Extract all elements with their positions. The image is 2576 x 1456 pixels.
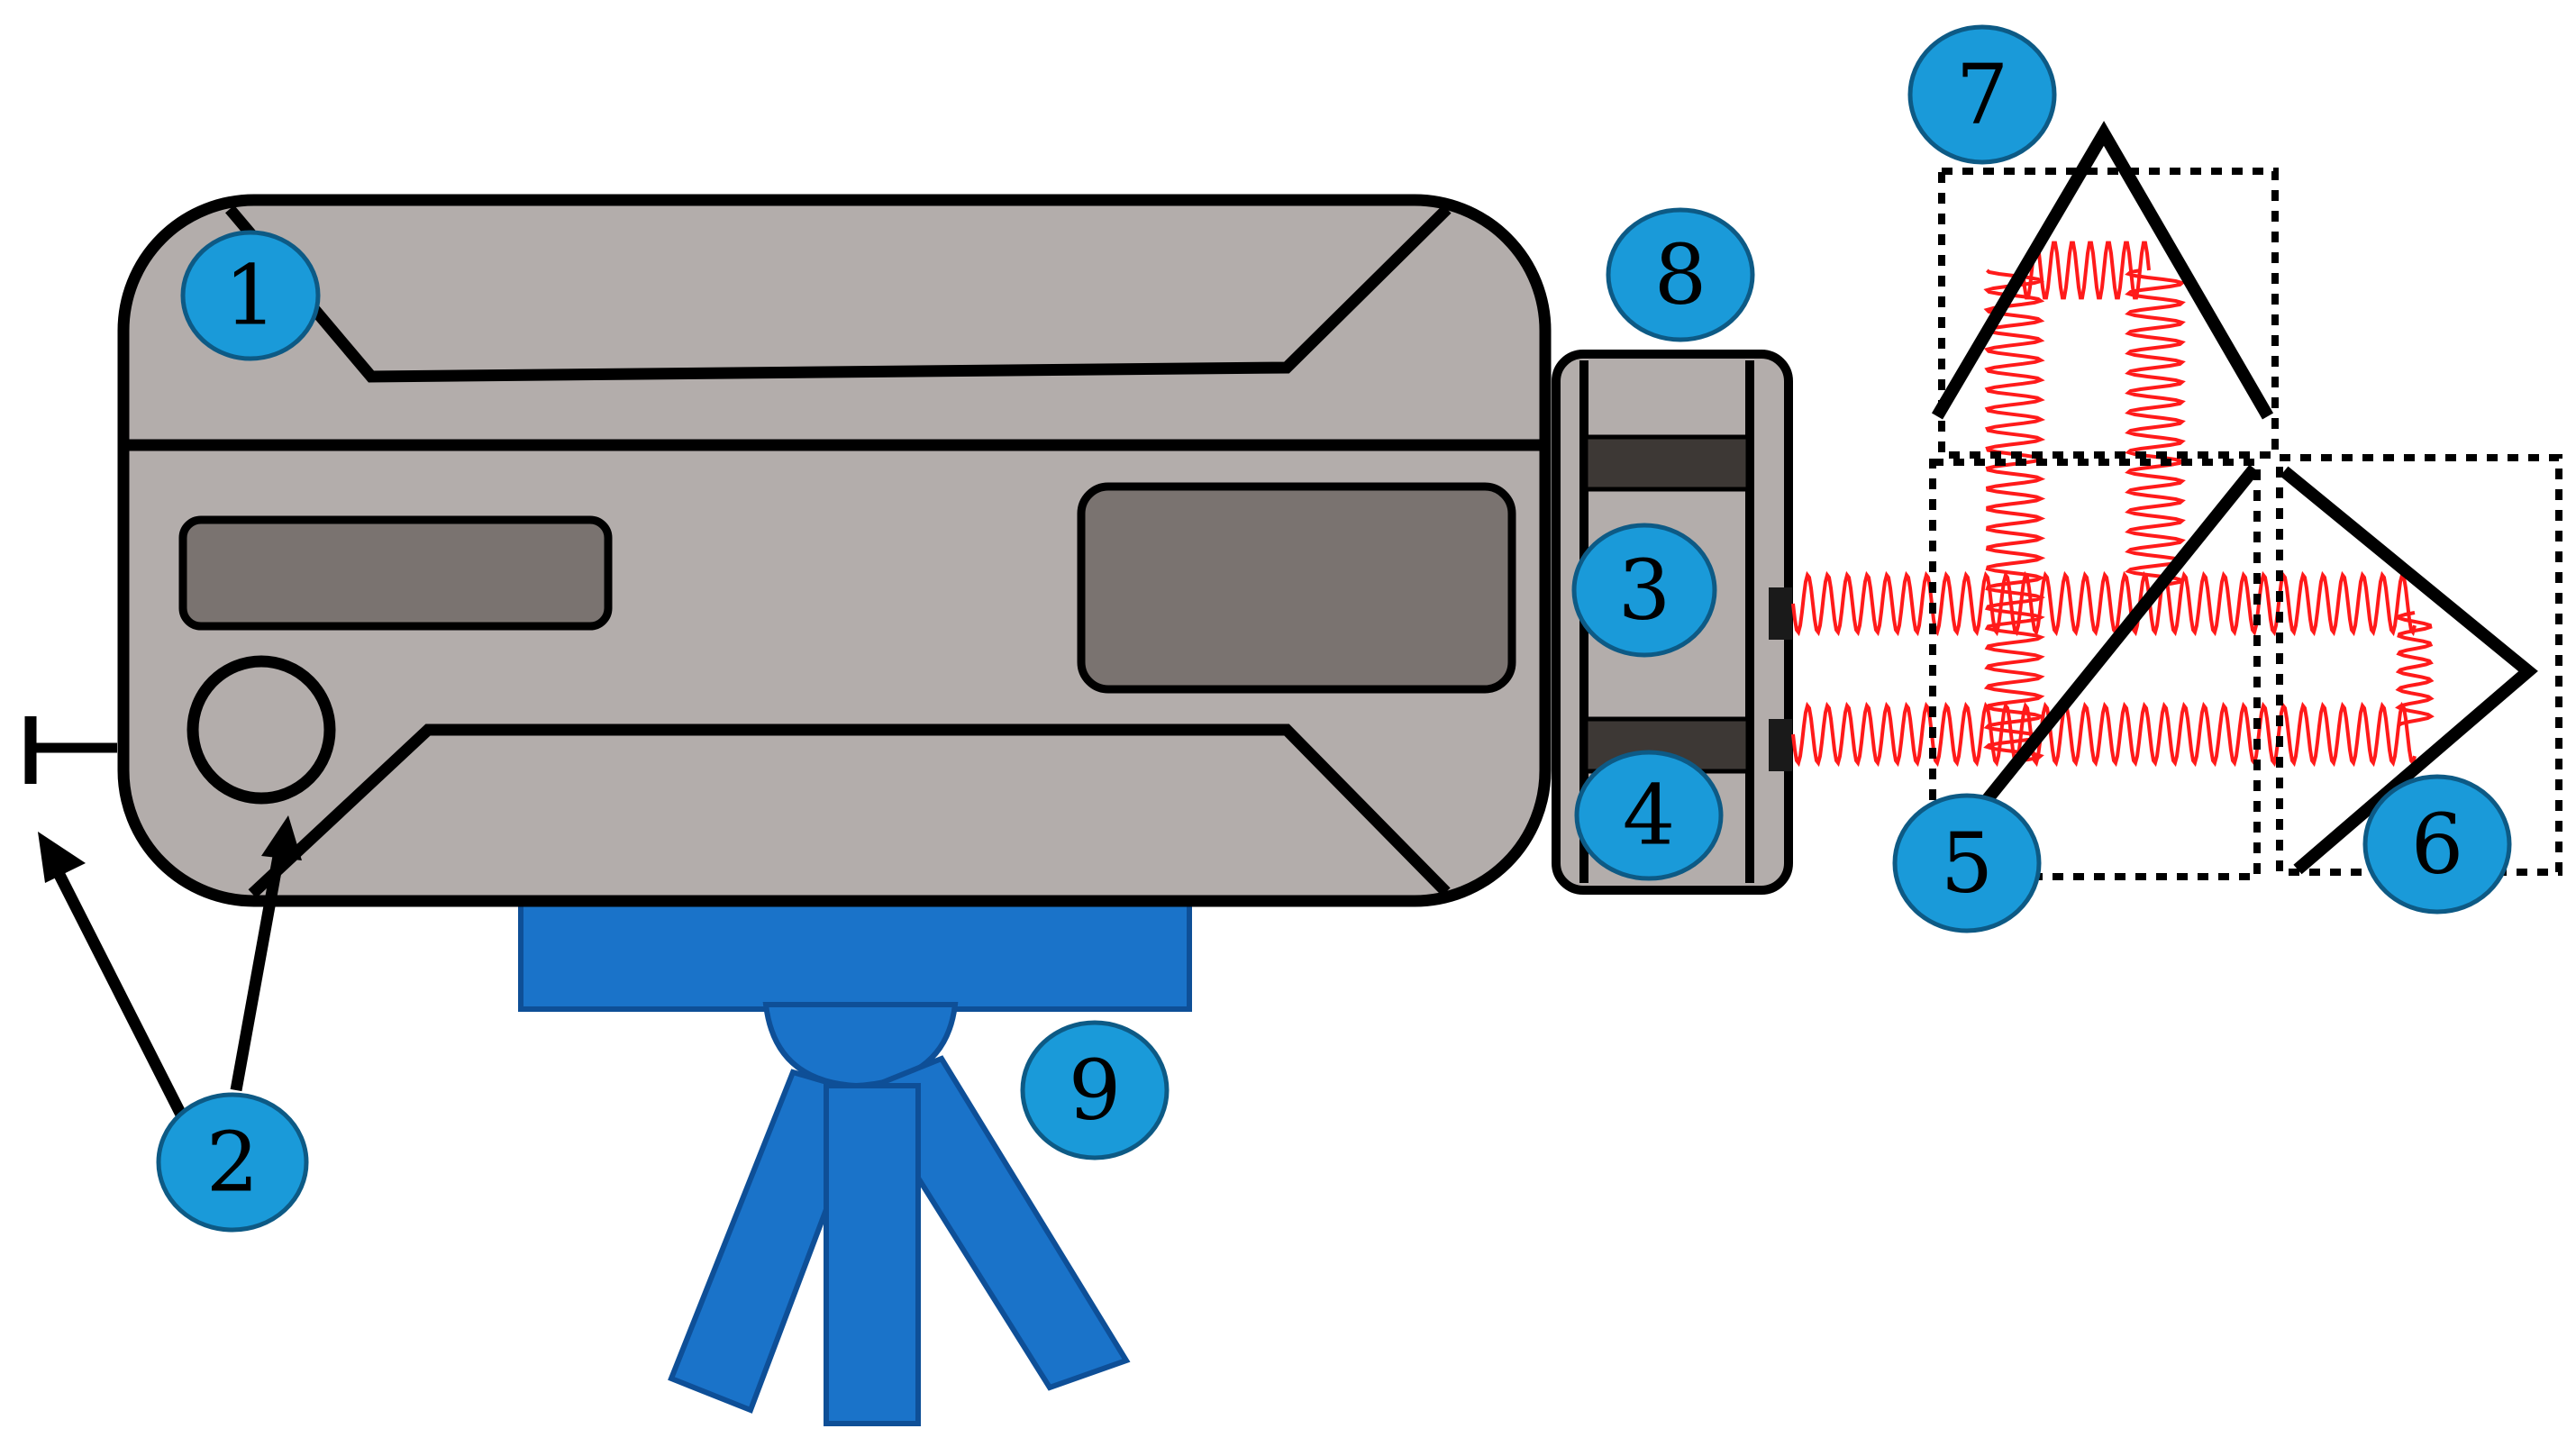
- tripod-leg-center: [824, 1083, 921, 1426]
- callout-2: 2: [156, 1092, 309, 1233]
- callouts: 1 2 3 4 5 6 7 8: [156, 24, 2512, 1233]
- callout-5-text: 5: [1941, 815, 1994, 912]
- reflector-box-top: [1938, 168, 2279, 459]
- reflectors: [1931, 121, 2538, 875]
- emitter-module: [1552, 350, 1793, 895]
- laser-beam-vertical-left: [1983, 268, 2046, 763]
- callout-3: 3: [1571, 523, 1717, 658]
- callout-7-text: 7: [1956, 47, 2009, 143]
- tripod-leg-right: [859, 1055, 1131, 1391]
- side-connector: [24, 716, 117, 784]
- laser-beam-lower: [1791, 701, 2417, 768]
- tripod-mount-plate: [518, 901, 1192, 1012]
- callout-9: 9: [1020, 1020, 1170, 1160]
- laser-beams: [1791, 241, 2435, 768]
- reflector-box-bottom-left: [1929, 459, 2261, 880]
- display-window-large: [1077, 482, 1516, 694]
- callout-6-text: 6: [2411, 796, 2464, 893]
- callout-2-arrows: [38, 815, 302, 1124]
- callout-4-text: 4: [1623, 768, 1676, 864]
- callout-8-text: 8: [1654, 227, 1707, 323]
- callout-1: 1: [180, 230, 321, 361]
- reflector-top: [1931, 121, 2274, 420]
- tripod: [518, 901, 1192, 1426]
- lower-groove: [248, 723, 1451, 898]
- callout-2-text: 2: [206, 1115, 259, 1211]
- display-window-small: [178, 515, 613, 631]
- callout-1-text: 1: [224, 248, 278, 344]
- beam-aperture-upper: [1769, 587, 1792, 640]
- reflector-right: [2280, 466, 2538, 875]
- beam-aperture-lower: [1769, 719, 1792, 771]
- callout-4: 4: [1574, 750, 1724, 881]
- laser-beam-upper: [1791, 570, 2417, 637]
- callout-9-text: 9: [1069, 1042, 1122, 1139]
- device-body: [24, 194, 1552, 907]
- control-button: [187, 655, 336, 805]
- callout-8: 8: [1606, 207, 1755, 342]
- callout-7: 7: [1907, 24, 2057, 165]
- reflector-lower-left: [1974, 464, 2260, 814]
- laser-beam-return-right: [2395, 611, 2435, 727]
- laser-beam-vertical-right: [2125, 268, 2186, 587]
- callout-5: 5: [1892, 793, 2042, 933]
- laser-beam-top-cross: [2021, 241, 2151, 300]
- callout-3-text: 3: [1618, 542, 1671, 639]
- callout-6: 6: [2362, 774, 2512, 915]
- emitter-slot-top: [1583, 434, 1751, 492]
